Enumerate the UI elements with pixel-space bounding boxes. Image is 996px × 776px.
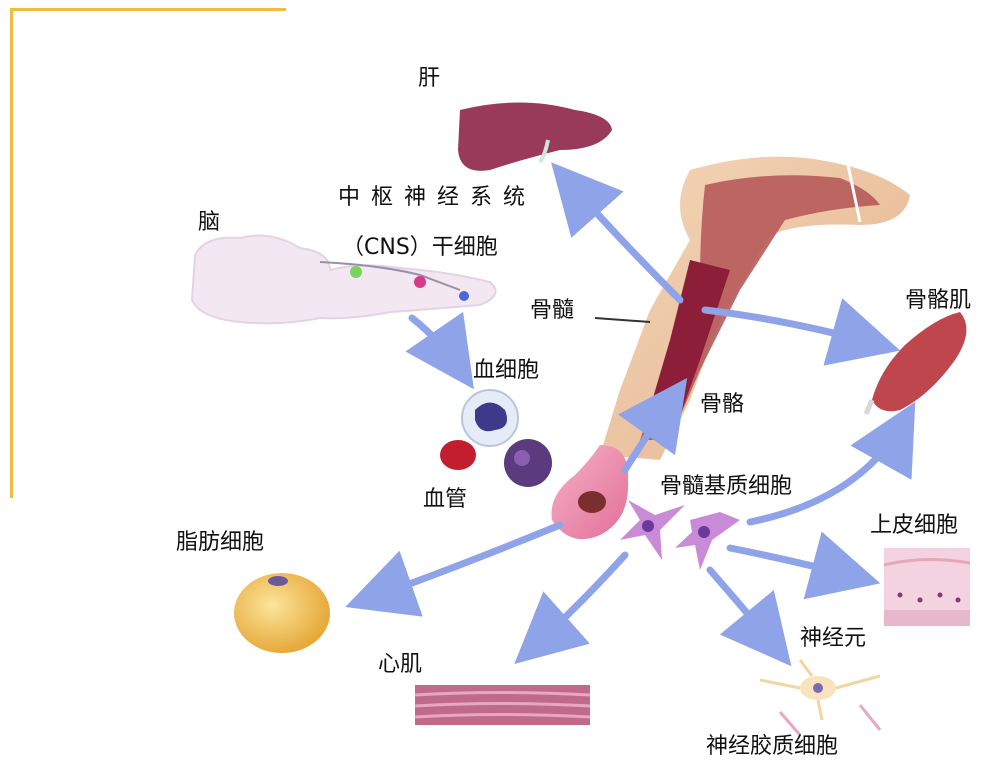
label-bone-marrow: 骨髓 — [530, 298, 574, 324]
arrow-to-epithelial — [730, 548, 860, 578]
epithelial-illustration — [884, 548, 970, 626]
arrow-to-skeletal-muscle-2 — [750, 420, 905, 522]
label-liver: 肝 — [418, 66, 440, 92]
label-neuron: 神经元 — [800, 626, 866, 652]
arrow-to-liver — [565, 178, 680, 300]
label-epithelial-cell: 上皮细胞 — [870, 513, 958, 539]
cardiac-muscle-illustration — [415, 685, 590, 725]
label-blood-vessel: 血管 — [423, 487, 467, 513]
label-cns-line1: 中 枢 神 经 系 统 — [338, 185, 527, 211]
label-marrow-stromal-cells: 骨髓基质细胞 — [660, 474, 792, 500]
skeletal-muscle-illustration — [866, 312, 966, 414]
arrow-to-fat-cell — [365, 525, 560, 600]
label-cardiac-muscle: 心肌 — [378, 652, 422, 678]
label-cns-line2: （CNS）干细胞 — [342, 235, 498, 261]
label-glial-cell: 神经胶质细胞 — [706, 734, 838, 760]
label-brain: 脑 — [198, 210, 220, 236]
neuron-illustration — [760, 660, 880, 735]
arrow-to-cardiac-muscle — [530, 555, 625, 650]
arrow-to-skeletal-muscle — [705, 310, 880, 345]
label-skeletal-muscle: 骨骼肌 — [905, 288, 971, 314]
blood-cells-illustration — [440, 390, 552, 487]
arrow-to-neuron — [710, 570, 778, 650]
liver-illustration — [458, 103, 612, 171]
fat-cell-illustration — [234, 573, 330, 653]
arrow-to-blood-cells — [412, 318, 462, 372]
label-fat-cell: 脂肪细胞 — [176, 530, 264, 556]
bone-marrow-pointer — [595, 318, 650, 322]
label-blood-cells: 血细胞 — [473, 358, 539, 384]
label-bone: 骨骼 — [700, 392, 744, 418]
stromal-cells-illustration — [620, 500, 740, 570]
bone-illustration — [600, 157, 910, 460]
